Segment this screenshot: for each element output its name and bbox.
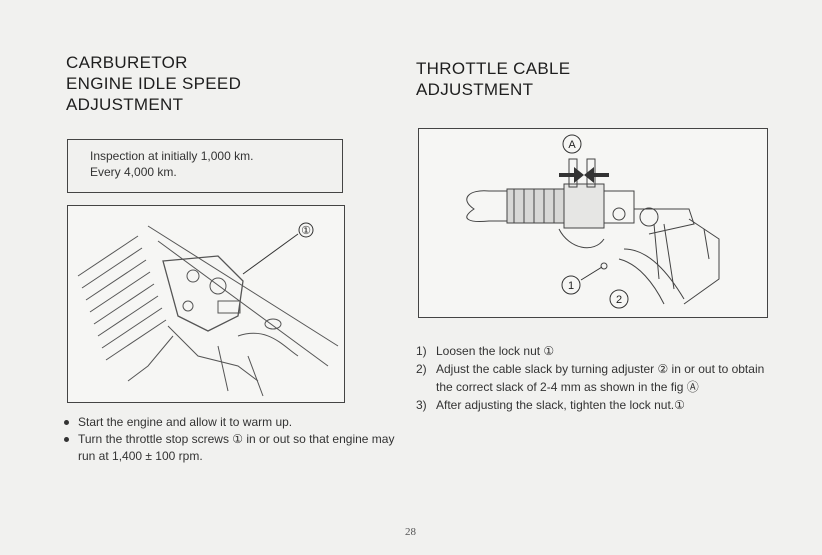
- list-item: Start the engine and allow it to warm up…: [62, 414, 402, 431]
- inspection-line: Inspection at initially 1,000 km.: [90, 149, 254, 163]
- throttle-cable-heading: THROTTLE CABLE ADJUSTMENT: [416, 58, 570, 100]
- callout-label: 2: [616, 294, 622, 306]
- list-item: 2) Adjust the cable slack by turning adj…: [416, 360, 776, 396]
- inspection-interval-box: Inspection at initially 1,000 km. Every …: [67, 139, 343, 193]
- step-text: After adjusting the slack, tighten the l…: [436, 398, 685, 412]
- step-number: 2): [416, 362, 427, 376]
- callout-circle: [562, 134, 582, 154]
- heading-line: CARBURETOR: [66, 53, 188, 72]
- page-number: 28: [405, 526, 416, 538]
- callout-circle: [561, 275, 581, 295]
- leader-line: [580, 266, 603, 281]
- heading-line: ENGINE IDLE SPEED: [66, 74, 242, 93]
- step-text: Adjust the cable slack by turning adjust…: [436, 362, 765, 394]
- carburetor-heading: CARBURETOR ENGINE IDLE SPEED ADJUSTMENT: [66, 52, 241, 115]
- list-item: 3) After adjusting the slack, tighten th…: [416, 396, 776, 414]
- callout-circle: [298, 222, 314, 238]
- leader-line: [242, 233, 299, 275]
- list-item: 1) Loosen the lock nut ①: [416, 342, 776, 360]
- step-text: Loosen the lock nut ①: [436, 344, 555, 358]
- idle-speed-instructions: Start the engine and allow it to warm up…: [62, 414, 402, 465]
- throttle-drawing: A 1 2: [466, 134, 720, 309]
- carburetor-illustration: ①: [67, 205, 345, 403]
- throttle-illustration: A 1 2: [418, 128, 768, 318]
- carburetor-drawing: ①: [77, 222, 339, 397]
- callout-label: ①: [301, 225, 311, 237]
- list-item: Turn the throttle stop screws ① in or ou…: [62, 431, 402, 465]
- step-number: 3): [416, 398, 427, 412]
- heading-line: ADJUSTMENT: [416, 80, 534, 99]
- throttle-adjustment-steps: 1) Loosen the lock nut ① 2) Adjust the c…: [416, 342, 776, 414]
- heading-line: ADJUSTMENT: [66, 95, 184, 114]
- arrow-left-icon: [584, 167, 609, 183]
- arrow-right-icon: [559, 167, 584, 183]
- callout-circle: [609, 289, 629, 309]
- step-number: 1): [416, 344, 427, 358]
- inspection-line: Every 4,000 km.: [90, 165, 177, 179]
- callout-label: A: [568, 139, 576, 151]
- callout-label: 1: [568, 280, 574, 292]
- heading-line: THROTTLE CABLE: [416, 59, 571, 78]
